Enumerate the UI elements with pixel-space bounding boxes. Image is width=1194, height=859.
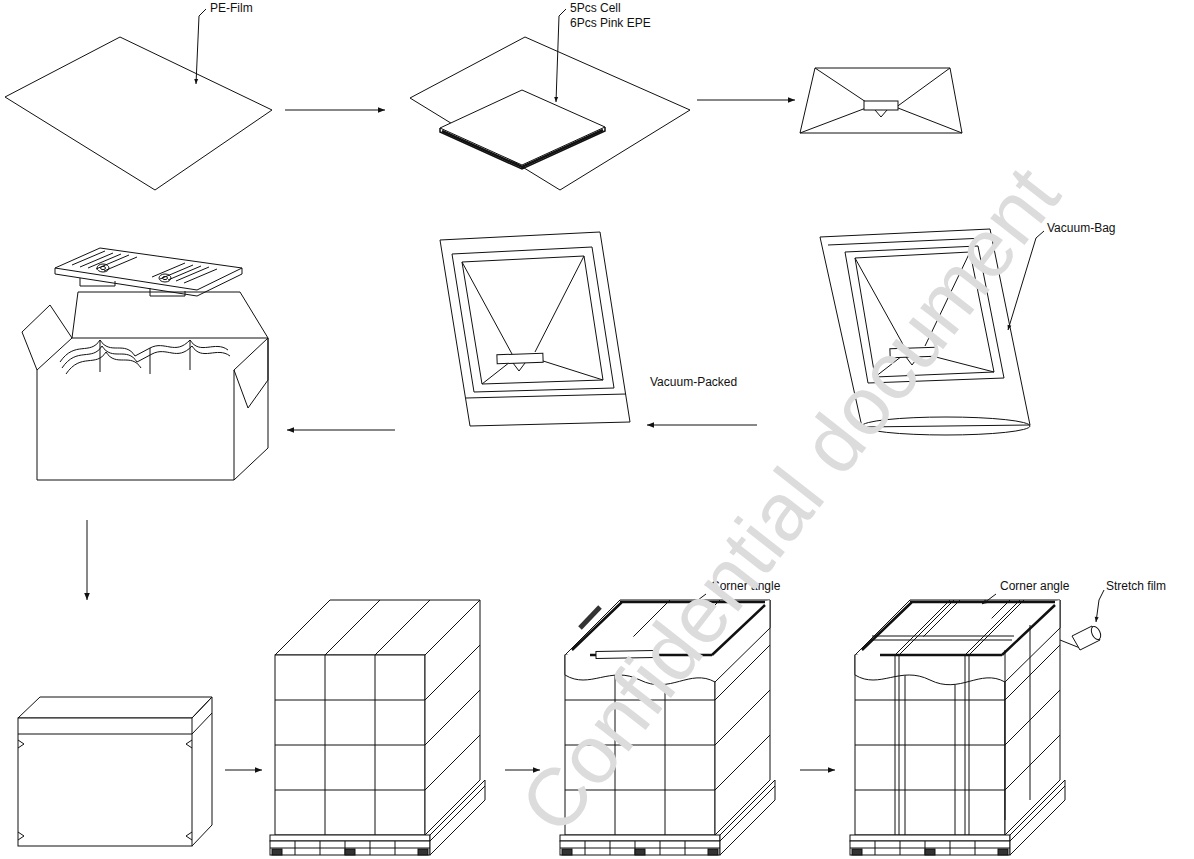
callout-label: PE-Film <box>210 2 253 16</box>
callout-label: Corner angle <box>1000 580 1069 594</box>
callout-label: Stretch film <box>1106 580 1166 594</box>
callout-label: 6Pcs Pink EPE <box>570 17 651 31</box>
callout-label: 5Pcs Cell <box>570 2 621 16</box>
arrow-label: Vacuum-Packed <box>650 376 737 390</box>
